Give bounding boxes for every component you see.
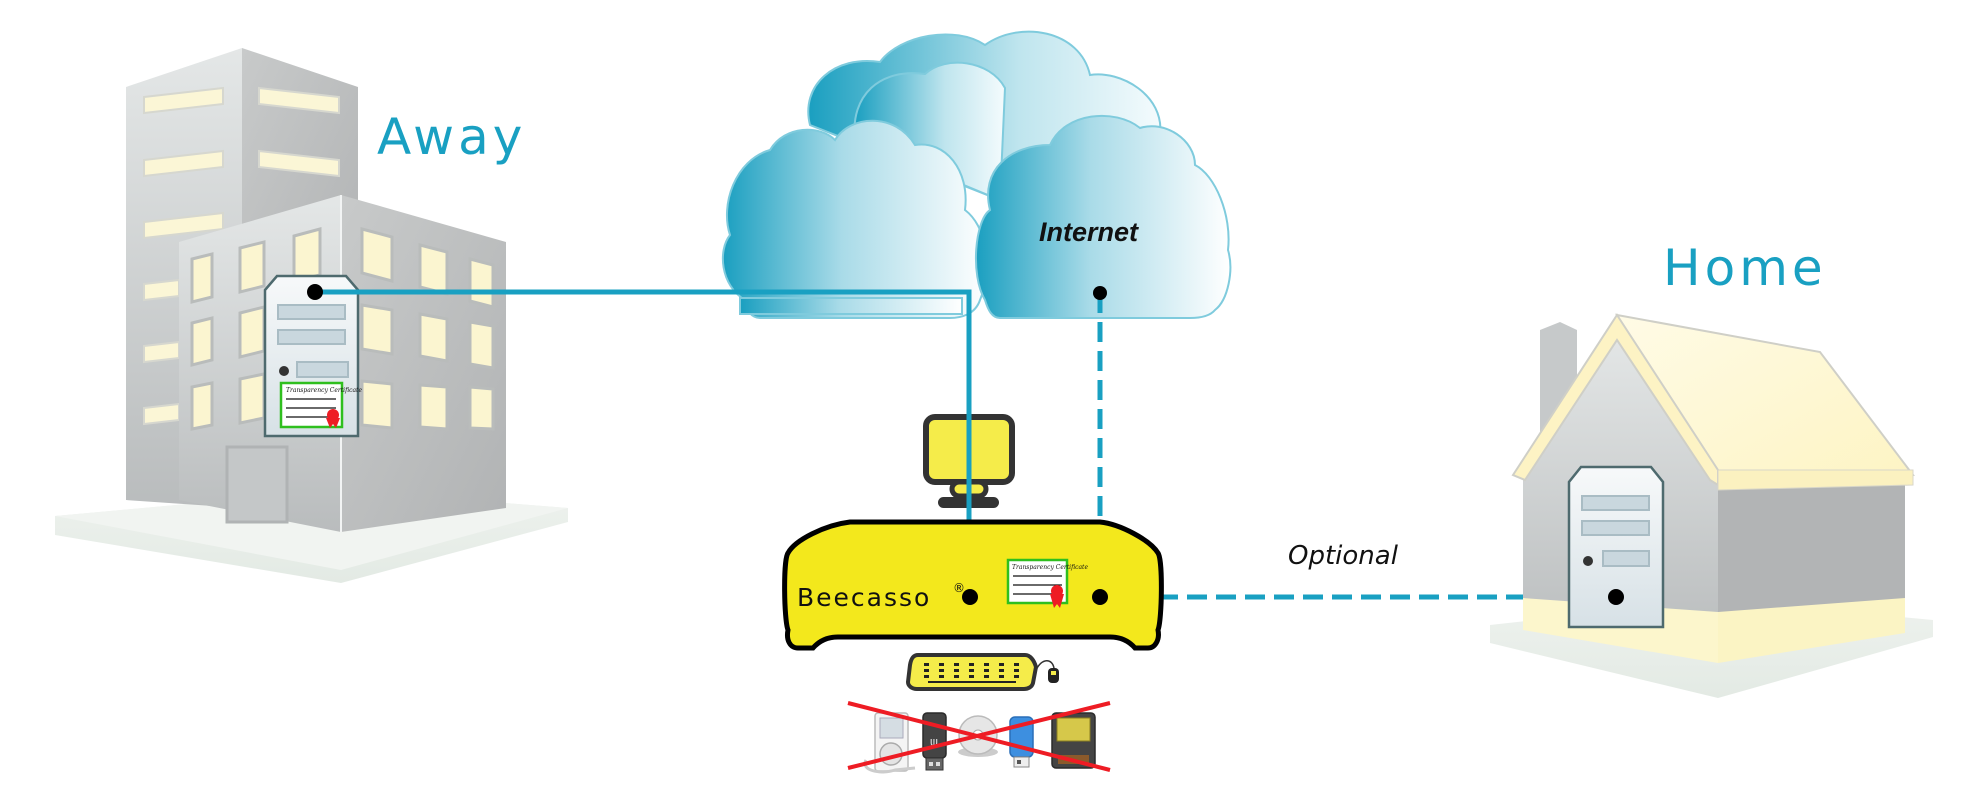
mouse-icon <box>1035 660 1059 683</box>
internet-port <box>1093 286 1107 300</box>
keyboard-icon <box>905 653 1039 691</box>
away-server: Transparency Certificate <box>263 274 362 438</box>
blocked-media: ψ <box>847 701 1111 774</box>
beecasso-appliance: Beecasso ® Transparency Certificate <box>782 519 1164 651</box>
away-certificate-icon: Transparency Certificate <box>279 381 362 429</box>
brand-label: Beecasso <box>797 583 931 612</box>
building-door <box>225 445 289 524</box>
beecasso-port-away <box>962 589 978 605</box>
away-server-port <box>307 284 323 300</box>
house-side-wall <box>1718 485 1905 630</box>
beecasso-certificate-icon: Transparency Certificate <box>1006 558 1088 608</box>
away-label: Away <box>377 108 526 166</box>
svg-text:Transparency Certificate: Transparency Certificate <box>286 387 362 394</box>
forbidden-cross-line-2 <box>847 701 1111 770</box>
svg-text:ψ: ψ <box>930 735 938 749</box>
home-server-port <box>1608 589 1624 605</box>
internet-label: Internet <box>1039 217 1139 247</box>
home-server <box>1567 465 1665 629</box>
optional-label: Optional <box>1288 541 1399 571</box>
home-label: Home <box>1663 239 1827 297</box>
svg-text:Transparency Certificate: Transparency Certificate <box>1012 564 1088 571</box>
connector-dots <box>307 284 1624 605</box>
internet-cloud <box>721 30 1232 319</box>
beecasso-port-internet <box>1092 589 1108 605</box>
registered-mark: ® <box>953 581 965 595</box>
house <box>1490 313 1933 698</box>
